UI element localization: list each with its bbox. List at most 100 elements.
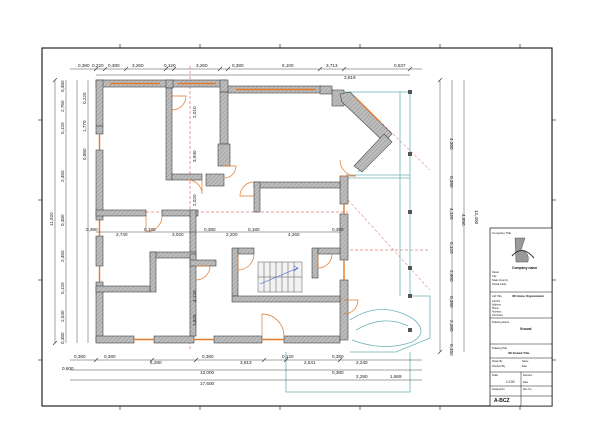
job-details-5: Job Notes: [492, 314, 504, 317]
dim-top-2: 0,220: [92, 63, 104, 68]
dim-right-6: 2,900: [449, 270, 454, 282]
dim-top-inner: 3,819: [344, 75, 356, 80]
dim-top-6: 3,260: [196, 63, 208, 68]
dim-bot-13: 2,290: [356, 374, 368, 379]
dim-right-5: 4,850: [461, 214, 466, 226]
dim-top-4: 3,260: [132, 63, 144, 68]
scale-label: Scale: [492, 374, 499, 377]
dim-top-5: 0,120: [164, 63, 176, 68]
title-block: Company Title Company name Street City S…: [489, 227, 553, 407]
dim-int-9: 0,380: [332, 227, 344, 232]
dim-bot-4: 0,380: [202, 354, 214, 359]
terrace-posts: [408, 90, 412, 332]
dim-room-2: 3,940: [192, 150, 197, 162]
dim-int-4: 3,020: [172, 232, 184, 237]
dim-left-8: 2,040: [60, 310, 65, 322]
job-details-2: Address: [492, 304, 502, 307]
dim-top-7: 0,380: [232, 63, 244, 68]
dim-bot-10: 0,600: [62, 366, 74, 371]
dim-int-3: 0,180: [144, 227, 156, 232]
dim-bot-8: 0,380: [332, 354, 344, 359]
dim-int-1: 0,380: [86, 227, 98, 232]
dim-top-1: 0,380: [78, 63, 90, 68]
address-line-1: Street: [492, 270, 499, 274]
scale-value: 1:100: [506, 380, 515, 384]
dim-left-total: 11,920: [49, 212, 54, 226]
address-line-4: Postal Code: [492, 282, 507, 286]
dim-right-7: 0,380: [449, 296, 454, 308]
dim-room-1: 2,010: [192, 106, 197, 118]
dim-top-8: 6,100: [282, 63, 294, 68]
dim-right-1: 4,300: [449, 138, 454, 150]
dim-left-7: 0,120: [60, 282, 65, 294]
top-outer-dimensions: 0,380 0,220 0,380 3,260 0,120 3,260 0,38…: [78, 63, 406, 80]
dim-int-8: 4,260: [288, 232, 300, 237]
dim-bot-9: 2,240: [356, 360, 368, 365]
dim-left-inner-1: 0,220: [82, 92, 87, 104]
drawing-title: 3D Scaled Title: [508, 351, 530, 355]
dim-int-6: 2,200: [226, 232, 238, 237]
company-name: Company name: [512, 266, 537, 270]
room-dimensions: 2,010 3,940 2,020 4,120 1,820: [192, 106, 197, 326]
dim-right-8: 2,390: [449, 320, 454, 332]
dim-left-inner-3: 0,880: [82, 148, 87, 160]
address-line-3: State Country: [492, 278, 509, 282]
bottom-dimensions: 0,380 0,380 5,280 0,380 3,913 0,120 2,54…: [62, 354, 402, 386]
staircase: [257, 261, 303, 293]
sheet-border-ticks: [38, 44, 556, 410]
doors: [145, 95, 359, 337]
drawn-by-value: Name: [522, 360, 529, 363]
walls: [95, 79, 393, 344]
dim-left-5: 0,380: [60, 214, 65, 226]
terrace-glazing: [285, 91, 431, 393]
job-details-1: Job NO.: [492, 300, 501, 303]
dim-bot-2: 0,380: [104, 354, 116, 359]
dim-room-3: 2,020: [192, 194, 197, 206]
job-title-label: Job Title: [492, 294, 502, 298]
dim-top-3: 0,380: [108, 63, 120, 68]
sheet-border: [41, 47, 553, 407]
dim-bot-7: 2,541: [304, 360, 316, 365]
dimension-ticks: [52, 66, 443, 363]
dim-top-9: 3,713: [326, 63, 338, 68]
windows: [98, 82, 381, 341]
dim-int-5: 0,380: [204, 227, 216, 232]
dim-bot-14: 1,869: [390, 374, 402, 379]
dim-right-9: 0,130: [449, 344, 454, 356]
drawn-by-label: Drawn By: [492, 360, 503, 363]
dim-int-2: 2,740: [116, 232, 128, 237]
right-dimensions: 4,300 0,380 4,120 0,120 4,850 2,900 0,38…: [449, 138, 479, 356]
dim-right-2: 0,380: [449, 176, 454, 188]
dim-bot-3: 5,280: [150, 360, 162, 365]
left-dimensions: 0,380 2,760 0,120 2,450 0,380 2,450 0,12…: [49, 80, 87, 344]
drawing-title-label: Drawing Title: [492, 346, 508, 350]
company-logo-icon: [511, 237, 535, 263]
drawing-name-label: Drawing Name: [492, 320, 510, 324]
dim-left-9: 0,380: [60, 332, 65, 344]
dim-room-4: 4,120: [192, 290, 197, 302]
dim-bot-1: 0,380: [74, 354, 86, 359]
dim-left-4: 2,450: [60, 170, 65, 182]
dim-bot-total: 17,600: [200, 381, 214, 386]
dim-left-3: 0,120: [60, 122, 65, 134]
dim-right-3: 4,120: [449, 208, 454, 220]
dim-bot-12: 0,380: [332, 370, 344, 375]
revision-value: Date: [523, 381, 529, 384]
dim-bot-6: 0,120: [282, 354, 294, 359]
drawing-no-label: Drawing No.: [492, 388, 505, 391]
checked-by-label: Checked By: [492, 365, 506, 368]
address-line-2: City: [492, 274, 497, 278]
dimension-lines: [54, 68, 465, 381]
dim-right-total: 12,400: [474, 210, 479, 224]
interior-dimensions: 0,380 2,740 0,180 3,020 0,380 2,200 0,18…: [86, 227, 344, 237]
company-label: Company Title: [492, 231, 512, 235]
rev-no-label: Rev. No: [523, 388, 532, 391]
dim-bot-5: 3,913: [240, 360, 252, 365]
revision-label: Revision: [523, 374, 533, 377]
dim-right-4: 0,120: [449, 242, 454, 254]
checked-by-value: Date: [522, 365, 528, 368]
job-details-4: Architect: [492, 311, 502, 314]
dim-top-10: 0,537: [394, 63, 406, 68]
job-title: 3D Home Organization: [512, 294, 544, 298]
